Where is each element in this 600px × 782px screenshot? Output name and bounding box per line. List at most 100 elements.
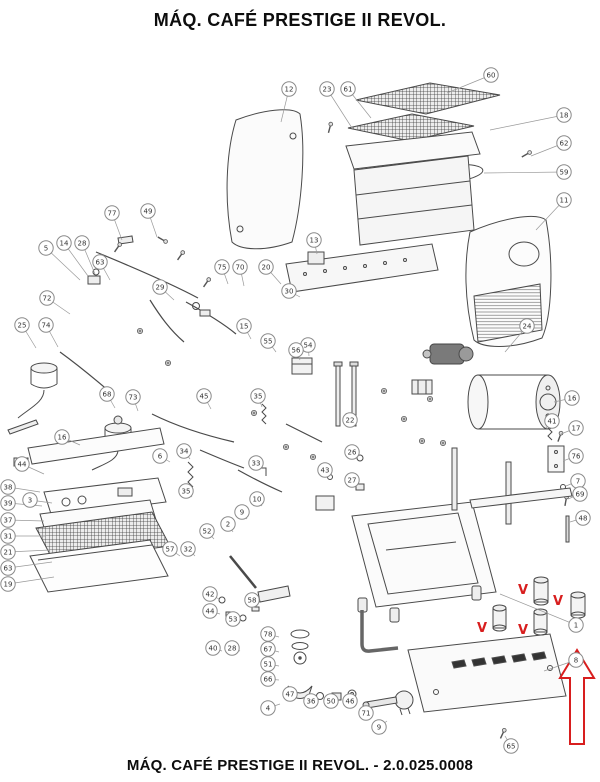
svg-text:2: 2	[226, 520, 230, 528]
spring-2	[187, 461, 194, 488]
svg-text:60: 60	[487, 71, 496, 79]
svg-text:41: 41	[548, 417, 557, 425]
red-arrow-up	[558, 648, 596, 745]
svg-text:50: 50	[327, 697, 336, 705]
callout-59: 59	[483, 164, 572, 180]
svg-text:63: 63	[4, 564, 13, 572]
page-title: MÁQ. CAFÉ PRESTIGE II REVOL.	[153, 10, 447, 30]
svg-text:57: 57	[166, 545, 175, 553]
group-head-exploded	[287, 610, 399, 701]
svg-text:49: 49	[144, 207, 153, 215]
svg-text:9: 9	[377, 723, 381, 731]
svg-text:7: 7	[576, 477, 580, 485]
svg-text:18: 18	[560, 111, 569, 119]
svg-text:37: 37	[4, 516, 13, 524]
callout-53: 53	[225, 611, 241, 627]
svg-text:47: 47	[286, 690, 295, 698]
svg-text:63: 63	[96, 258, 105, 266]
bent-pipe	[360, 610, 399, 653]
svg-text:31: 31	[4, 532, 13, 540]
callout-37: 37	[0, 512, 45, 528]
callout-32: 32	[180, 541, 196, 557]
callout-4: 4	[260, 700, 281, 716]
svg-text:78: 78	[264, 630, 273, 638]
svg-text:14: 14	[60, 239, 69, 247]
svg-text:36: 36	[307, 697, 316, 705]
heating-element	[547, 427, 553, 441]
callout-30: 30	[281, 283, 301, 299]
svg-text:27: 27	[348, 476, 357, 484]
callout-63: 63	[0, 560, 53, 576]
svg-text:38: 38	[4, 483, 13, 491]
callout-47: 47	[282, 686, 298, 702]
svg-text:28: 28	[78, 239, 87, 247]
callout-71: 71	[358, 705, 374, 721]
callout-16: 16	[553, 390, 580, 406]
svg-text:69: 69	[576, 490, 585, 498]
callout-74: 74	[38, 317, 59, 348]
svg-text:8: 8	[574, 656, 578, 664]
callout-62: 62	[530, 135, 572, 157]
callout-28: 28	[74, 235, 96, 275]
boiler	[467, 374, 561, 441]
bottom-panel	[407, 633, 567, 713]
callout-15: 15	[236, 318, 252, 340]
svg-text:70: 70	[236, 263, 245, 271]
callout-77: 77	[104, 205, 123, 241]
svg-text:35: 35	[254, 392, 263, 400]
svg-text:43: 43	[321, 466, 330, 474]
callout-43: 43	[317, 462, 333, 478]
callout-69: 69	[567, 486, 588, 502]
callout-31: 31	[0, 528, 46, 544]
callout-23: 23	[319, 81, 353, 129]
spring	[261, 403, 267, 425]
svg-text:58: 58	[248, 596, 257, 604]
callout-73: 73	[125, 389, 141, 412]
callout-56: 56	[288, 342, 304, 361]
svg-text:42: 42	[206, 590, 215, 598]
callout-29: 29	[152, 279, 175, 301]
callout-18: 18	[489, 107, 572, 131]
svg-text:5: 5	[44, 244, 48, 252]
callout-41: 41	[544, 413, 560, 429]
callout-5: 5	[38, 240, 81, 281]
svg-text:61: 61	[344, 85, 353, 93]
right-side-panel	[465, 215, 552, 347]
svg-text:75: 75	[218, 263, 227, 271]
small-bracket	[547, 445, 565, 473]
svg-text:21: 21	[4, 548, 13, 556]
callout-50: 50	[323, 693, 339, 709]
svg-text:20: 20	[262, 263, 271, 271]
callout-68: 68	[99, 386, 116, 409]
callout-19: 19	[0, 576, 55, 592]
svg-text:4: 4	[266, 704, 271, 712]
junction-box	[291, 357, 313, 375]
pipes	[59, 251, 323, 493]
callout-52: 52	[199, 523, 215, 540]
svg-text:45: 45	[200, 392, 209, 400]
red-check-mark: V	[518, 623, 528, 638]
svg-text:6: 6	[158, 452, 163, 460]
svg-text:76: 76	[572, 452, 581, 460]
callout-38: 38	[0, 479, 41, 495]
drip-tray-pan	[29, 539, 169, 593]
callout-45: 45	[196, 388, 212, 410]
valve-bracket	[117, 235, 134, 245]
solenoid-valve	[307, 251, 325, 265]
callout-65: 65	[503, 735, 519, 754]
callout-6: 6	[152, 448, 171, 464]
callout-63: 63	[92, 254, 111, 281]
svg-text:51: 51	[264, 660, 273, 668]
svg-text:73: 73	[129, 393, 138, 401]
callout-75: 75	[214, 259, 230, 285]
svg-text:1: 1	[574, 621, 578, 629]
svg-text:13: 13	[310, 236, 319, 244]
callout-40: 40	[205, 640, 223, 656]
motor-pump	[411, 343, 474, 395]
svg-text:46: 46	[346, 697, 355, 705]
callout-42: 42	[202, 586, 220, 602]
svg-text:10: 10	[253, 495, 262, 503]
svg-text:55: 55	[264, 337, 273, 345]
